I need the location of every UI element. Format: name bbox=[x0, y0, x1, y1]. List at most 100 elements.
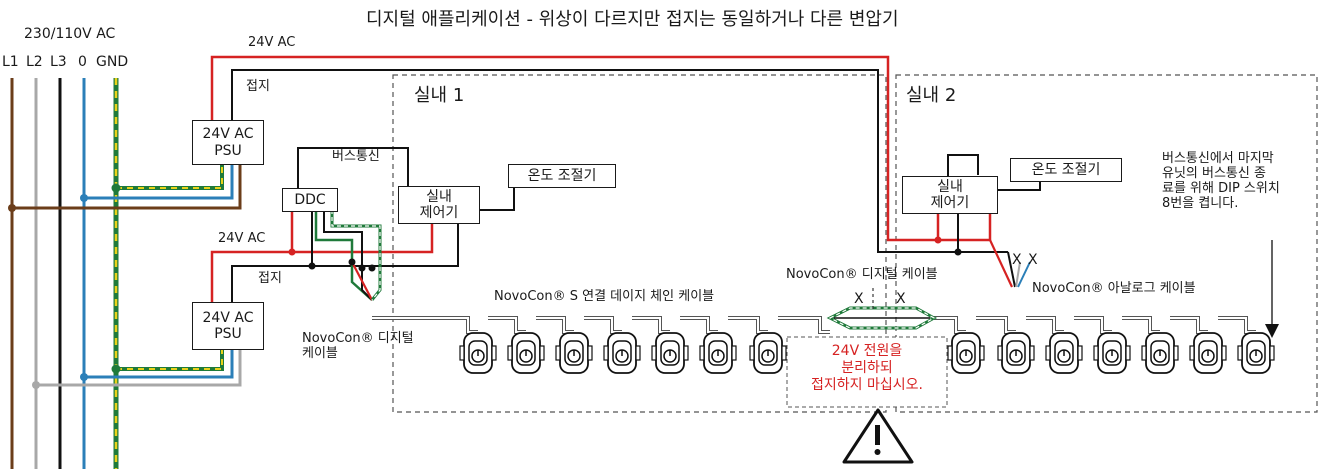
daisy-chain-cable-label: NovoCon® S 연결 데이지 체인 케이블 bbox=[494, 289, 715, 304]
valve-ear bbox=[1237, 345, 1243, 361]
feed-upper-gnd-stripe bbox=[116, 165, 223, 189]
digital-cable-label-top: NovoCon® 디지털 케이블 bbox=[786, 267, 938, 282]
valve-ear bbox=[947, 345, 953, 361]
label-ground-top: 접지 bbox=[246, 79, 270, 94]
wire-digital-stripe2 bbox=[331, 210, 381, 301]
dip-arrow-head bbox=[1265, 324, 1279, 338]
chain-segment bbox=[1074, 316, 1112, 334]
valve-ear bbox=[1221, 345, 1227, 361]
valve-ear bbox=[1093, 345, 1099, 361]
valve-ear bbox=[507, 345, 513, 361]
chain-segment bbox=[1122, 316, 1160, 334]
warning-exclaim-dot bbox=[874, 449, 881, 455]
chain-segment-core bbox=[1218, 317, 1256, 333]
valve-ear bbox=[979, 345, 985, 361]
valve-ear bbox=[459, 345, 465, 361]
junction-dot bbox=[80, 194, 88, 202]
room-2-thermostat: 온도 조절기 bbox=[1010, 158, 1122, 182]
novocon-valve-actuator-icon bbox=[1237, 332, 1275, 374]
feed-lower-n bbox=[84, 350, 234, 379]
valve-ear bbox=[1077, 345, 1083, 361]
dip-switch-note: 버스통신에서 마지막 유닛의 버스통신 종 료를 위해 DIP 스위치 8번을 … bbox=[1162, 151, 1280, 211]
wire-analog-black bbox=[1007, 251, 1016, 288]
chain-segment-core bbox=[536, 317, 574, 333]
wire-thermostat-2 bbox=[998, 182, 1041, 191]
junction-dot bbox=[111, 364, 121, 374]
chain-segment-core bbox=[778, 317, 830, 333]
chain-segment-core bbox=[1122, 317, 1160, 333]
daisy-chain-cable bbox=[372, 316, 1256, 334]
chain-segment bbox=[536, 316, 574, 334]
valve-ear bbox=[555, 345, 561, 361]
chain-segment-core bbox=[934, 317, 966, 333]
wire-analog-blue bbox=[1017, 261, 1031, 288]
wire-digital-black bbox=[323, 210, 373, 301]
chain-segment-core bbox=[1170, 317, 1208, 333]
novocon-valve-actuator-icon bbox=[1141, 332, 1179, 374]
chain-segment-core bbox=[632, 317, 670, 333]
chain-segment-core bbox=[680, 317, 718, 333]
junction-dot bbox=[8, 204, 16, 212]
valve-ear bbox=[539, 345, 545, 361]
diagram-title: 디지털 애플리케이션 - 위상이 다르지만 접지는 동일하거나 다른 변압기 bbox=[366, 9, 899, 30]
chain-segment bbox=[488, 316, 526, 334]
phase-label-l1: L1 bbox=[2, 54, 19, 70]
wire-thermostat-1 bbox=[478, 185, 515, 211]
junction-dot bbox=[32, 381, 40, 389]
room-2-boundary bbox=[895, 74, 1318, 413]
valve-ear bbox=[1173, 345, 1179, 361]
novocon-valve-actuator-icon bbox=[459, 332, 497, 374]
wire-analog-red bbox=[989, 239, 1013, 288]
valve-ear bbox=[1141, 345, 1147, 361]
valve-ear bbox=[731, 345, 737, 361]
room-1-controller: 실내 제어기 bbox=[398, 186, 480, 224]
warning-box bbox=[786, 336, 948, 408]
x-mark-disconnect-right: X bbox=[896, 291, 906, 307]
junction-dot bbox=[288, 248, 296, 256]
valve-ear bbox=[651, 345, 657, 361]
wire-bus bbox=[297, 147, 409, 190]
valve-ear bbox=[781, 345, 787, 361]
wire-controller-2-top bbox=[947, 154, 979, 177]
chain-segment bbox=[1170, 316, 1208, 334]
room-1-boundary bbox=[392, 74, 887, 413]
warning-exclaim-bar bbox=[875, 425, 880, 445]
digital-cable-label-left: NovoCon® 디지털 케이블 bbox=[302, 331, 414, 361]
valve-ear bbox=[699, 345, 705, 361]
chain-segment-core bbox=[728, 317, 768, 333]
novocon-valve-actuator-icon bbox=[947, 332, 985, 374]
novocon-valve-actuator-icon bbox=[507, 332, 545, 374]
disconnect-link-dash bbox=[828, 307, 936, 329]
wire-24v-lower-ctrl bbox=[292, 220, 434, 254]
label-24v-ac-top: 24V AC bbox=[248, 35, 296, 50]
chain-segment bbox=[1026, 316, 1064, 334]
x-mark-disconnect-left: X bbox=[854, 291, 864, 307]
junction-dot bbox=[934, 236, 942, 244]
valve-ear bbox=[1045, 345, 1051, 361]
wire-digital-red bbox=[351, 261, 373, 301]
wire-ground-upper bbox=[231, 69, 1008, 253]
novocon-valve-actuator-icon bbox=[997, 332, 1035, 374]
chain-segment bbox=[934, 316, 966, 334]
analog-cable-label: NovoCon® 아날로그 케이블 bbox=[1032, 281, 1196, 296]
valve-ear bbox=[749, 345, 755, 361]
room-1-label: 실내 1 bbox=[414, 85, 465, 106]
chain-segment bbox=[372, 316, 478, 334]
valve-ear bbox=[1029, 345, 1035, 361]
psu-upper: 24V AC PSU bbox=[192, 120, 264, 165]
ddc-controller: DDC bbox=[282, 188, 338, 212]
wire-24v-lower bbox=[210, 210, 294, 302]
junction-dot bbox=[308, 262, 316, 270]
novocon-valve-actuator-icon bbox=[1189, 332, 1227, 374]
valve-ear bbox=[1189, 345, 1195, 361]
junction-dot bbox=[358, 264, 366, 272]
feed-lower-l2 bbox=[36, 350, 242, 387]
wire-24v-upper bbox=[210, 55, 992, 242]
valve-ear bbox=[491, 345, 497, 361]
valve-ear bbox=[1269, 345, 1275, 361]
junction-dot bbox=[348, 258, 356, 266]
chain-segment-core bbox=[584, 317, 622, 333]
chain-segment bbox=[632, 316, 670, 334]
